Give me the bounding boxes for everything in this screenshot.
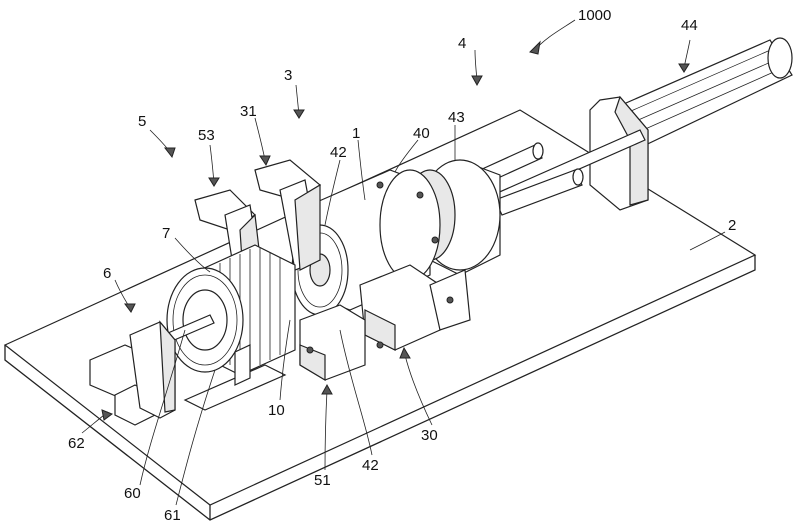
label-61: 61	[164, 507, 181, 524]
leader-lines	[81, 19, 726, 506]
label-6: 6	[103, 265, 111, 282]
support-bracket-30	[359, 264, 471, 351]
label-4: 4	[458, 35, 466, 52]
label-7: 7	[162, 225, 170, 242]
drive-motor-62	[89, 320, 176, 426]
clamp-cylinder-31	[254, 159, 322, 271]
label-1000: 1000	[578, 7, 611, 24]
actuator-cylinder	[469, 37, 793, 216]
label-30: 30	[421, 427, 438, 444]
label-10: 10	[268, 402, 285, 419]
label-44: 44	[681, 17, 698, 34]
label-1: 1	[352, 125, 360, 142]
label-31: 31	[240, 103, 257, 120]
label-62: 62	[68, 435, 85, 452]
label-42-bottom: 42	[362, 457, 379, 474]
label-51: 51	[314, 472, 331, 489]
label-40: 40	[413, 125, 430, 142]
label-53: 53	[198, 127, 215, 144]
label-42-top: 42	[330, 144, 347, 161]
support-block-51	[299, 304, 366, 382]
label-5: 5	[138, 113, 146, 130]
label-3: 3	[284, 67, 292, 84]
stator-base-rail	[183, 344, 287, 411]
label-60: 60	[124, 485, 141, 502]
label-43: 43	[448, 109, 465, 126]
label-2: 2	[728, 217, 736, 234]
